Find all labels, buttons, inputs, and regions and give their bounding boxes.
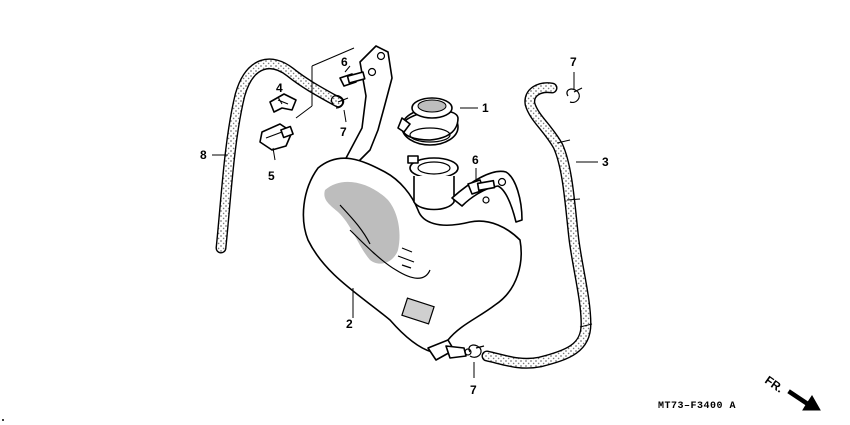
callout-6-repeat: 6 [472,153,479,167]
bolt-6-lower [467,179,496,195]
clamp-5 [259,123,294,151]
reservoir-cap [397,97,459,146]
hose-clip-7-right [566,87,583,103]
leader-lines [212,47,598,378]
callout-4: 4 [276,81,283,95]
callout-1: 1 [482,101,489,115]
callout-labels: 1 2 3 4 5 6 6 7 7 7 8 [200,55,609,397]
callout-8: 8 [200,148,207,162]
callout-6: 6 [341,55,348,69]
reservoir-tank [302,45,523,361]
clamp-4 [269,93,297,113]
callout-5: 5 [268,169,275,183]
callout-7: 7 [340,125,347,139]
breather-hose-8 [215,58,344,254]
arrow-icon [787,389,821,411]
drawing-code: MT73–F3400 A [658,401,736,412]
scan-dot [2,419,4,421]
direction-label: FR. [762,373,786,396]
front-direction-arrow: FR. [762,373,821,411]
overflow-hose-3 [481,82,593,369]
callout-7-repeat-bottom: 7 [470,383,477,397]
callout-3: 3 [602,155,609,169]
hose-clip-7-bottom [468,344,485,358]
hose-clip-7-left [330,94,349,109]
callout-7-repeat-right: 7 [570,55,577,69]
bolt-6-upper [339,71,366,87]
callout-2: 2 [346,317,353,331]
